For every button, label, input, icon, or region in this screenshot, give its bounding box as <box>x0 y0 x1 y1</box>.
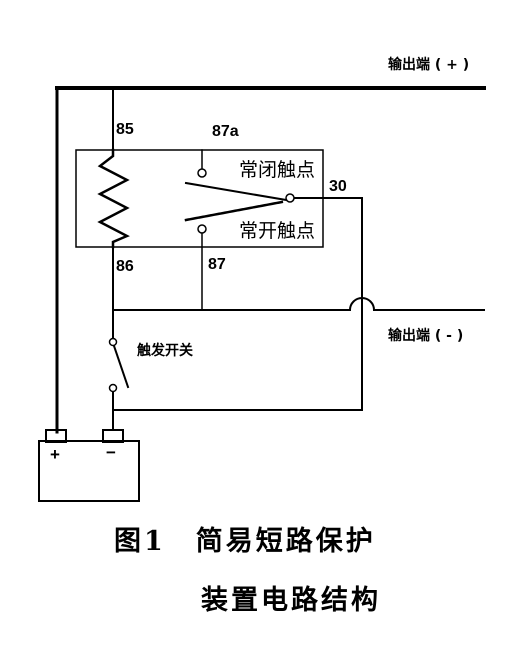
trigger-switch-label: 触发开关 <box>137 343 193 359</box>
relay-armature-open <box>184 200 284 222</box>
figure-caption-line2: 装置电路结构 <box>201 585 381 616</box>
contact-87a <box>197 168 207 178</box>
relay-coil <box>97 148 130 249</box>
pin-87-label: 87 <box>208 256 226 273</box>
switch-contact-upper <box>108 337 118 347</box>
output-positive-label: 输出端 ( + ) <box>388 57 470 73</box>
switch-contact-lower <box>108 383 118 393</box>
contact-87 <box>197 224 207 234</box>
contact-30 <box>285 193 295 203</box>
normally-closed-label: 常闭触点 <box>239 159 316 181</box>
battery-minus-label: − <box>106 443 116 462</box>
battery-body <box>38 440 140 502</box>
pin-86-label: 86 <box>116 258 134 275</box>
battery-plus-label: + <box>50 445 60 464</box>
battery-terminal-positive <box>45 429 67 443</box>
battery-terminal-negative <box>102 429 124 443</box>
wire-output-negative <box>112 297 485 311</box>
wire-pin-30 <box>112 197 363 431</box>
pin-85-label: 85 <box>116 121 134 138</box>
pin-30-label: 30 <box>329 178 347 195</box>
pin-87a-label: 87a <box>212 123 239 140</box>
trigger-switch-blade <box>111 341 130 389</box>
output-negative-label: 输出端 ( - ) <box>388 328 464 344</box>
relay-armature-closed <box>184 181 288 202</box>
normally-open-label: 常开触点 <box>239 220 316 242</box>
figure-caption-line1: 图1 简易短路保护 <box>114 526 376 557</box>
